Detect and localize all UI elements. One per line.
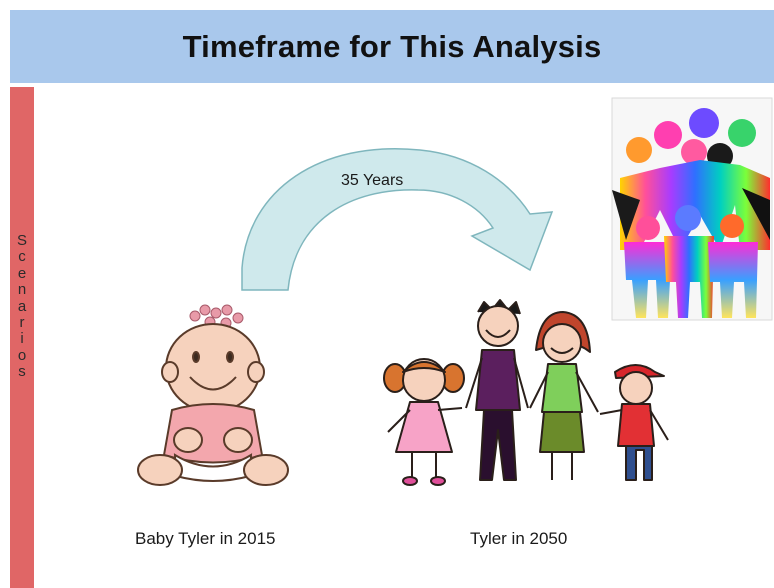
slide-title: Timeframe for This Analysis bbox=[182, 28, 602, 64]
side-label-letter: s bbox=[18, 363, 26, 381]
side-label-letter: S bbox=[16, 232, 27, 249]
family-illustration bbox=[383, 299, 669, 486]
side-label-letter: c bbox=[18, 248, 26, 266]
side-label-letter: i bbox=[20, 330, 24, 348]
curved-arrow-icon bbox=[241, 148, 554, 291]
baby-illustration bbox=[137, 304, 289, 486]
rainbow-people-illustration bbox=[611, 97, 773, 321]
family-caption: Tyler in 2050 bbox=[470, 529, 568, 548]
scenarios-side-bar bbox=[10, 87, 34, 588]
title-bar: Timeframe for This Analysis bbox=[10, 10, 774, 83]
side-label-letter: r bbox=[19, 314, 25, 332]
side-label-letter: n bbox=[17, 281, 27, 299]
side-label-letter: o bbox=[17, 346, 27, 364]
side-label-letter: a bbox=[17, 297, 27, 315]
baby-caption: Baby Tyler in 2015 bbox=[135, 529, 276, 548]
arrow-duration-label: 35 Years bbox=[341, 172, 404, 189]
side-label-letter: e bbox=[17, 264, 27, 282]
